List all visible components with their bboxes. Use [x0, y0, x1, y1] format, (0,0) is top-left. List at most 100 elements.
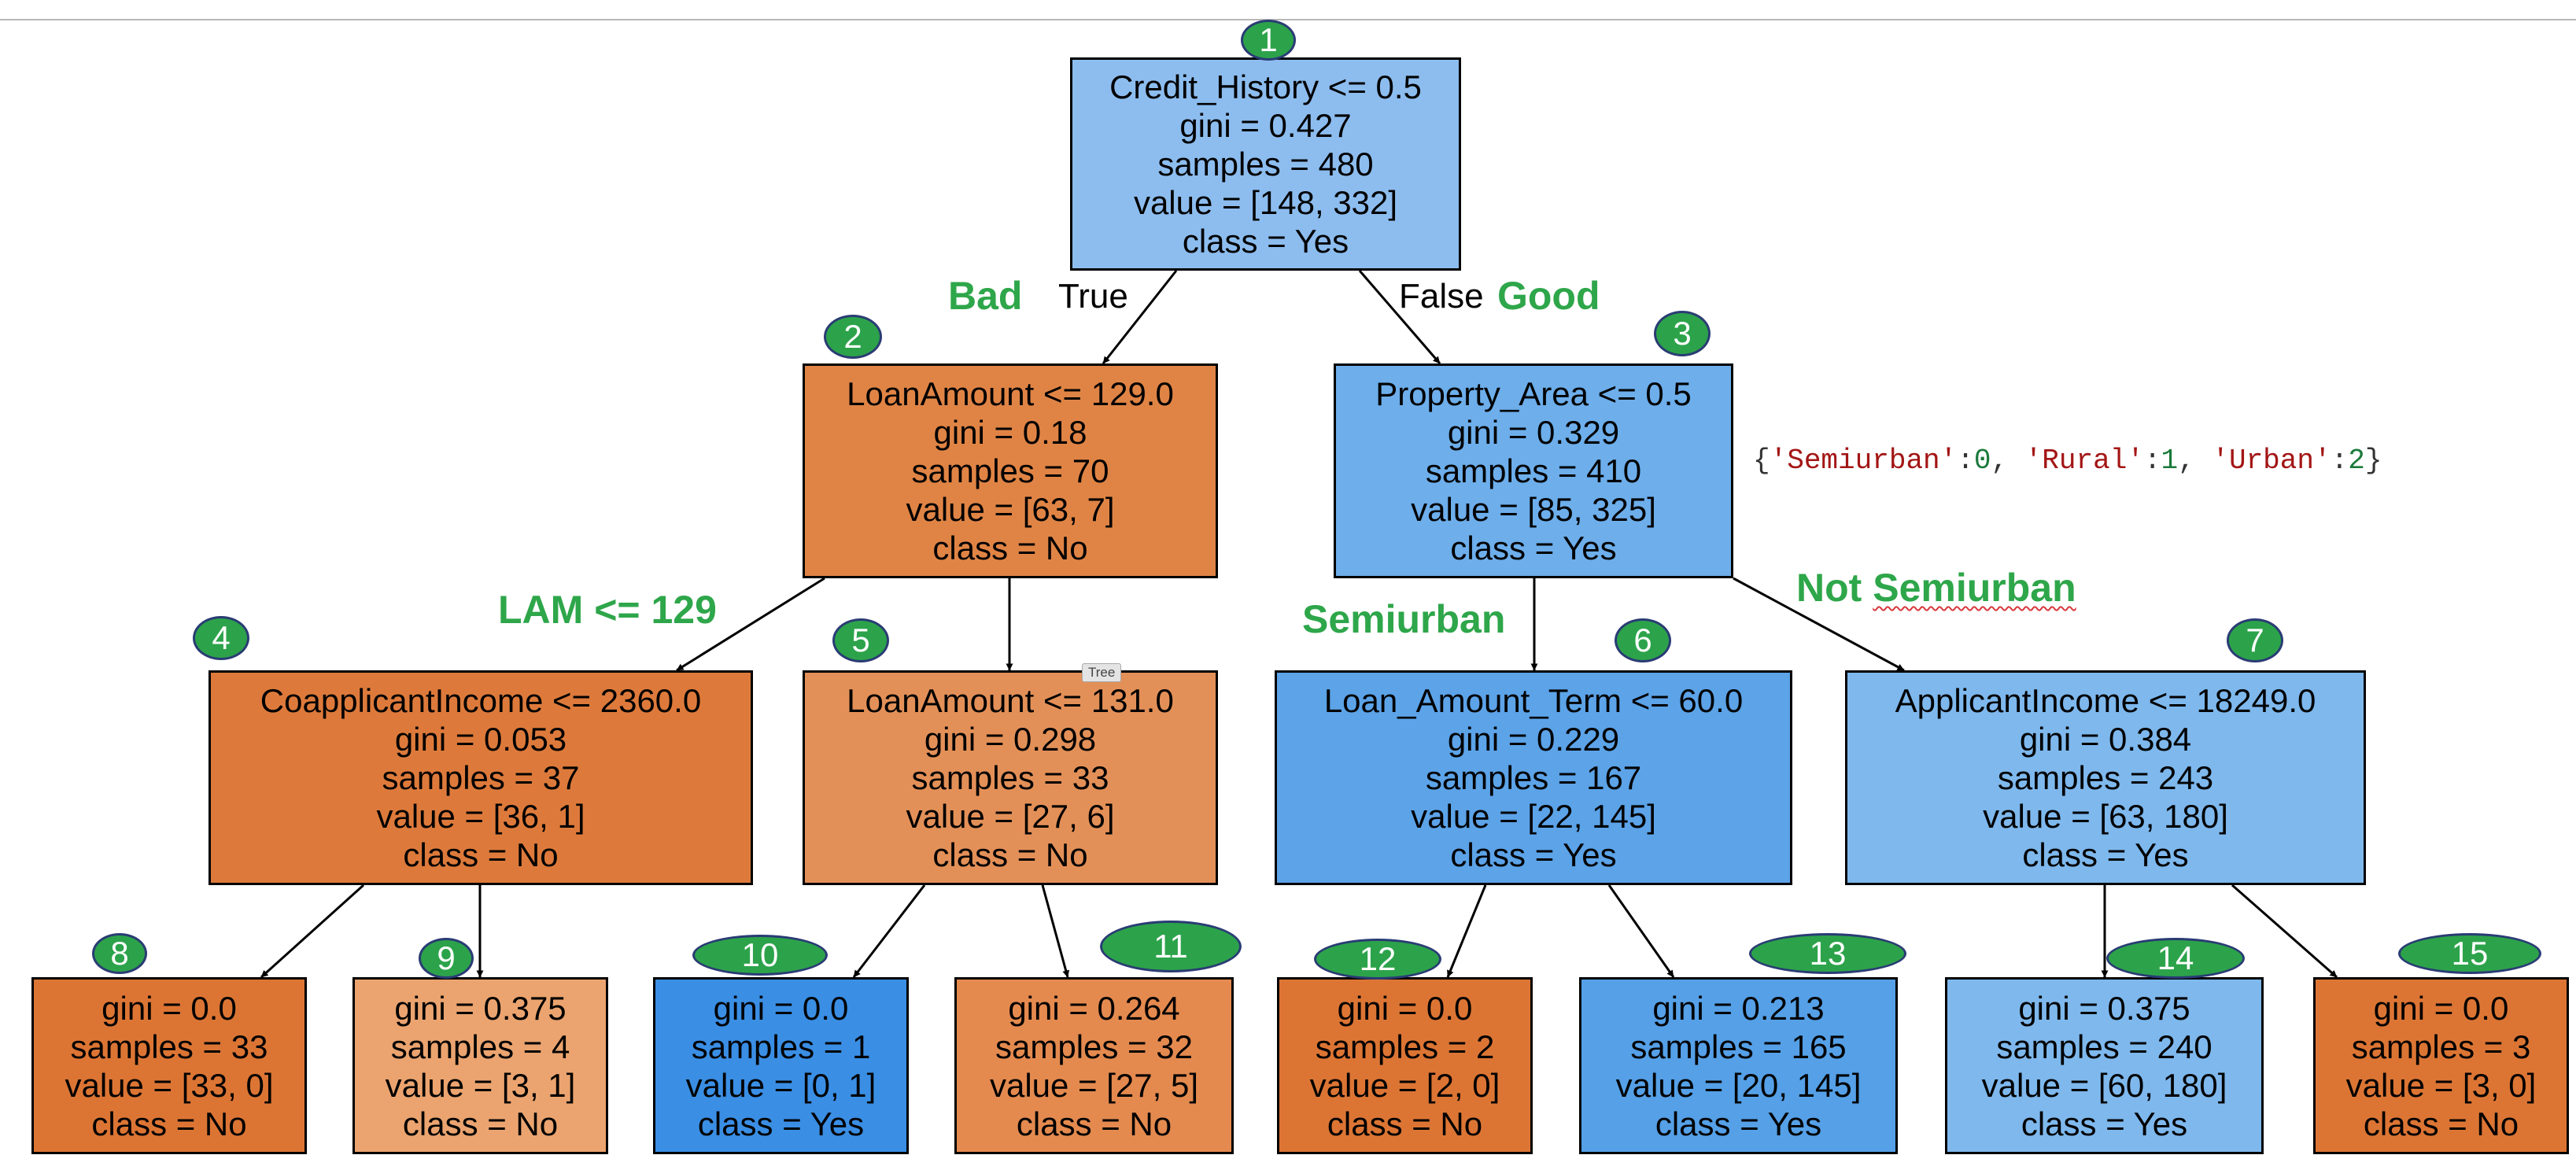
node-line: samples = 167	[1425, 759, 1642, 796]
node-line: samples = 3	[2351, 1028, 2531, 1065]
node-line: samples = 165	[1630, 1028, 1847, 1065]
node-line: samples = 33	[70, 1028, 268, 1065]
node-line: samples = 1	[691, 1028, 871, 1065]
node-line: class = No	[1016, 1105, 1172, 1142]
edge-3-7	[1733, 577, 1905, 672]
node-line: class = No	[1327, 1105, 1483, 1142]
edge-label-false: False	[1399, 277, 1484, 315]
node-line: value = [27, 5]	[989, 1066, 1199, 1104]
node-line: samples = 33	[911, 759, 1109, 796]
node-line: gini = 0.384	[2019, 721, 2192, 758]
node-line: class = Yes	[1655, 1105, 1822, 1142]
node-badge-9: 9	[419, 938, 474, 979]
edge-6-13	[1607, 884, 1675, 978]
node-line: gini = 0.053	[394, 721, 567, 758]
node-badge-10: 10	[692, 935, 828, 976]
node-line: LoanAmount <= 131.0	[847, 682, 1174, 719]
node-line: class = Yes	[2021, 1105, 2188, 1142]
edge-1-3	[1358, 270, 1441, 364]
node-line: LoanAmount <= 129.0	[847, 375, 1174, 412]
node-line: gini = 0.329	[1447, 414, 1620, 451]
node-line: samples = 2	[1315, 1028, 1495, 1065]
node-line: value = [148, 332]	[1133, 184, 1398, 221]
top-rule	[0, 19, 2576, 20]
node-line: class = Yes	[1450, 836, 1617, 873]
node-line: gini = 0.0	[1337, 989, 1473, 1027]
node-line: Property_Area <= 0.5	[1375, 375, 1692, 412]
node-line: samples = 480	[1157, 146, 1374, 183]
node-line: value = [36, 1]	[376, 798, 585, 835]
node-badge-6: 6	[1615, 618, 1671, 662]
node-line: class = Yes	[1450, 529, 1617, 566]
node-line: value = [63, 180]	[1983, 798, 2228, 835]
node-line: value = [22, 145]	[1411, 798, 1656, 835]
node-line: class = No	[91, 1105, 247, 1142]
node-line: gini = 0.18	[933, 414, 1087, 451]
node-badge-7: 7	[2227, 618, 2283, 662]
node-badge-8: 8	[92, 933, 147, 974]
node-line: value = [63, 7]	[906, 491, 1115, 528]
node-line: gini = 0.264	[1008, 989, 1180, 1027]
node-line: class = Yes	[2022, 836, 2189, 873]
node-badge-1: 1	[1241, 20, 1296, 61]
node-line: value = [0, 1]	[685, 1066, 877, 1104]
node-line: class = Yes	[697, 1105, 865, 1142]
node-line: class = No	[932, 529, 1088, 566]
edge-7-15	[2231, 884, 2338, 979]
node-line: value = [2, 0]	[1309, 1066, 1500, 1104]
node-line: samples = 70	[911, 452, 1109, 489]
node-line: samples = 37	[382, 759, 580, 796]
node-badge-11: 11	[1100, 921, 1242, 972]
node-line: gini = 0.298	[924, 721, 1097, 758]
edge-5-10	[852, 884, 926, 978]
node-badge-4: 4	[193, 616, 249, 660]
node-line: gini = 0.427	[1179, 107, 1352, 144]
edge-label-true: True	[1058, 277, 1128, 315]
node-line: gini = 0.213	[1652, 989, 1825, 1027]
node-line: value = [20, 145]	[1615, 1066, 1862, 1104]
node-badge-3: 3	[1654, 311, 1711, 356]
edge-1-2	[1102, 270, 1178, 364]
node-line: gini = 0.229	[1447, 721, 1620, 758]
node-line: gini = 0.0	[101, 989, 237, 1027]
annotation-not-semiurban: Not Semiurban	[1796, 566, 2076, 610]
node-badge-15: 15	[2398, 933, 2541, 974]
node-line: class = No	[932, 836, 1088, 873]
tree-tooltip: Tree	[1082, 663, 1122, 682]
node-line: samples = 240	[1996, 1028, 2212, 1065]
edge-6-12	[1446, 884, 1487, 978]
annotation-good: Good	[1497, 274, 1600, 318]
node-line: samples = 32	[995, 1028, 1193, 1065]
node-line: gini = 0.0	[713, 989, 849, 1027]
node-line: samples = 410	[1425, 452, 1642, 489]
node-badge-2: 2	[824, 315, 882, 359]
node-line: Loan_Amount_Term <= 60.0	[1323, 682, 1744, 719]
node-line: value = [33, 0]	[65, 1066, 274, 1104]
node-line: Credit_History <= 0.5	[1109, 68, 1422, 105]
node-line: ApplicantIncome <= 18249.0	[1895, 682, 2316, 719]
node-line: samples = 243	[1997, 759, 2214, 796]
annotation-lam: LAM <= 129	[498, 588, 717, 632]
annotation-bad: Bad	[948, 274, 1023, 318]
node-line: class = No	[2363, 1105, 2519, 1142]
node-line: samples = 4	[390, 1028, 570, 1065]
node-line: gini = 0.375	[394, 989, 566, 1027]
node-line: value = [60, 180]	[1981, 1066, 2227, 1104]
node-line: class = No	[402, 1105, 559, 1142]
edge-5-11	[1041, 884, 1070, 978]
node-line: gini = 0.375	[2018, 989, 2190, 1027]
